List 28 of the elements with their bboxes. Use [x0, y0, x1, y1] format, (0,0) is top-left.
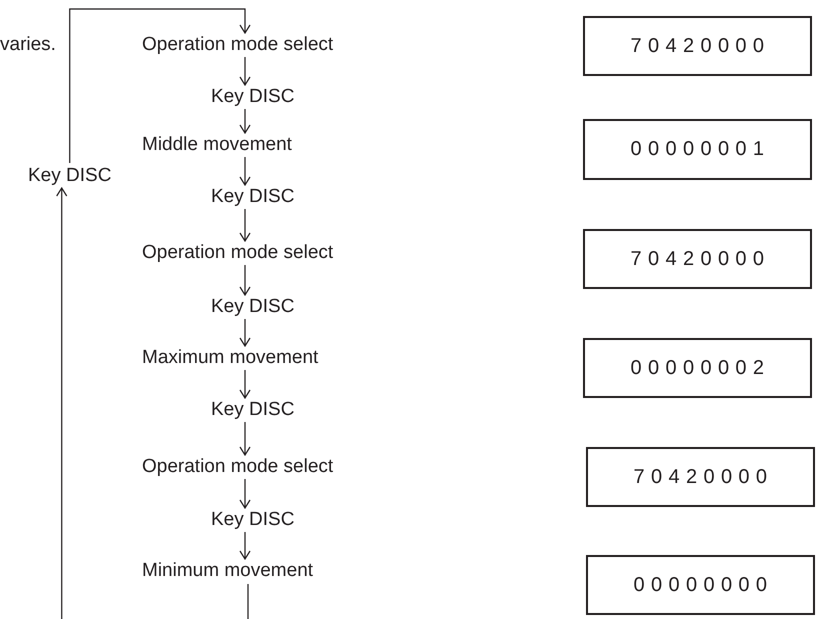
display-readout: 7 0 4 2 0 0 0 0 [583, 16, 812, 76]
display-readout: 0 0 0 0 0 0 0 1 [583, 118, 812, 180]
step-label: Operation mode select [142, 242, 334, 264]
arrow [239, 532, 251, 560]
step-label: Key DISC [28, 165, 112, 187]
step-label: Key DISC [211, 509, 294, 531]
step-label: Operation mode select [142, 456, 334, 478]
display-readout: 0 0 0 0 0 0 0 2 [583, 338, 812, 398]
arrow [239, 479, 251, 509]
arrow [239, 157, 251, 186]
display-readout: 0 0 0 0 0 0 0 0 [586, 555, 815, 615]
arrow [239, 265, 251, 296]
arrow [239, 57, 251, 86]
note-text: varies. [0, 34, 56, 56]
step-label: Key DISC [211, 86, 294, 108]
display-readout: 7 0 4 2 0 0 0 0 [586, 447, 815, 507]
arrow [69, 8, 251, 163]
step-label: Key DISC [211, 399, 294, 421]
step-label: Key DISC [211, 296, 294, 318]
step-label: Operation mode select [142, 34, 334, 56]
step-label: Key DISC [211, 186, 294, 208]
arrow [56, 187, 68, 619]
arrow [239, 209, 251, 242]
arrow [239, 109, 251, 134]
arrow [239, 422, 251, 456]
arrow [239, 370, 251, 399]
arrow [239, 319, 251, 347]
display-readout: 7 0 4 2 0 0 0 0 [583, 229, 812, 289]
